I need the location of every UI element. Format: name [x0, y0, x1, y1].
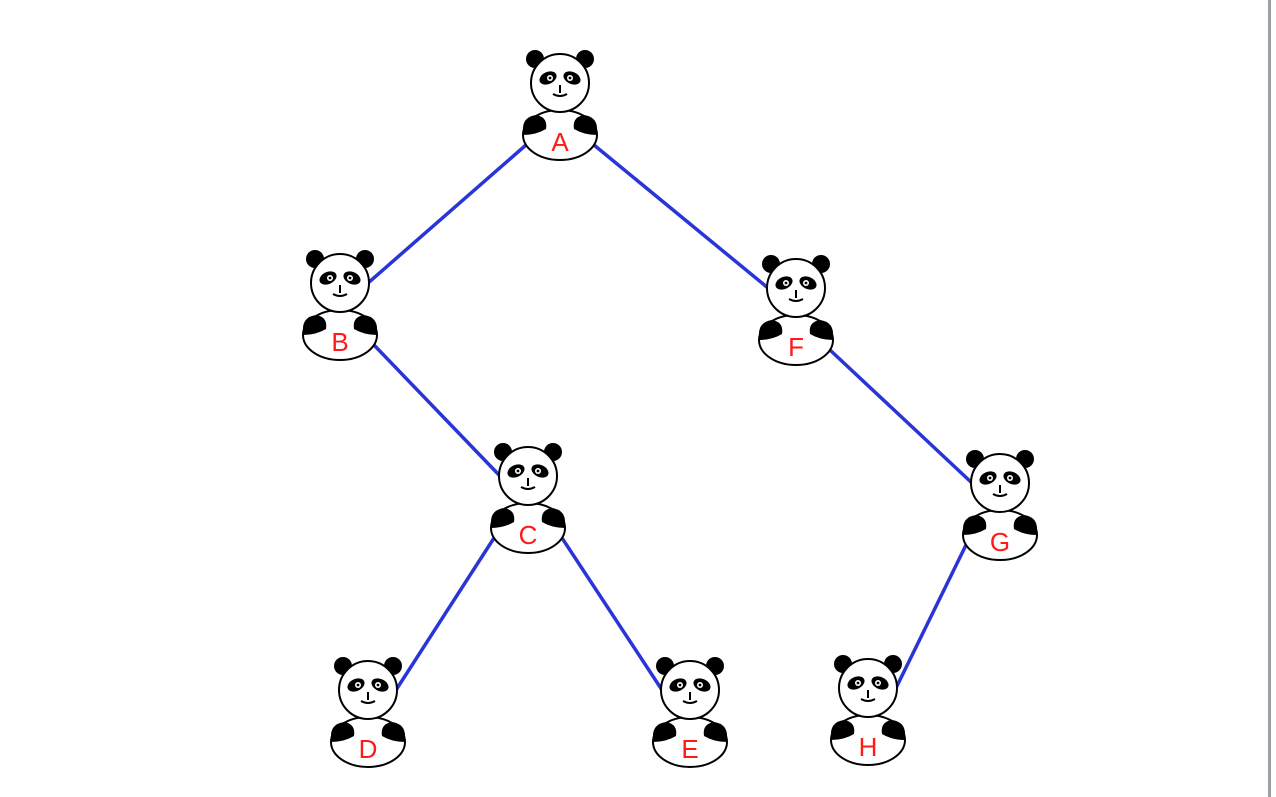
edges-layer [366, 143, 974, 692]
frame-border [1268, 0, 1271, 797]
node-label-a: A [551, 127, 569, 157]
panda-icon [652, 657, 728, 768]
node-label-b: B [331, 327, 348, 357]
panda-icon [758, 255, 834, 366]
node-h: H [830, 655, 906, 766]
edge-b-c [372, 343, 502, 478]
edge-c-e [560, 536, 664, 692]
panda-icon [330, 657, 406, 768]
edge-g-h [894, 543, 968, 690]
panda-icon [962, 450, 1038, 561]
node-f: F [758, 255, 834, 366]
node-a: A [522, 50, 598, 161]
node-d: D [330, 657, 406, 768]
node-label-e: E [681, 734, 698, 764]
edge-a-f [592, 143, 770, 290]
node-label-f: F [788, 332, 804, 362]
node-label-c: C [519, 520, 538, 550]
panda-icon [830, 655, 906, 766]
panda-icon [522, 50, 598, 161]
panda-icon [490, 443, 566, 554]
node-b: B [302, 250, 378, 361]
panda-icon [302, 250, 378, 361]
node-label-h: H [859, 732, 878, 762]
edge-c-d [394, 536, 496, 692]
edge-a-b [366, 143, 528, 285]
node-c: C [490, 443, 566, 554]
edge-f-g [828, 348, 974, 485]
node-g: G [962, 450, 1038, 561]
nodes-layer: A B F C G D E H [302, 50, 1038, 768]
node-e: E [652, 657, 728, 768]
node-label-d: D [359, 734, 378, 764]
node-label-g: G [990, 527, 1010, 557]
